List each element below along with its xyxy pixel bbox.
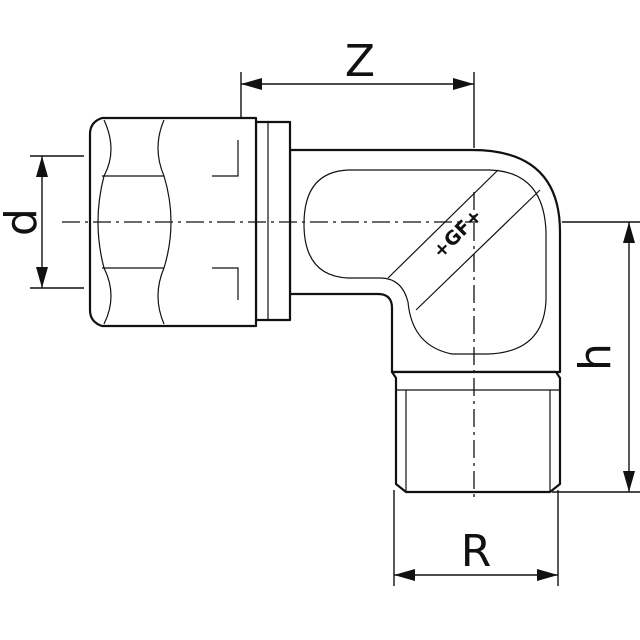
z-arrow-left: [241, 78, 262, 90]
h-label: h: [570, 343, 621, 371]
d-label: d: [0, 208, 47, 236]
h-arrow-top: [623, 222, 635, 243]
d-arrow-bottom: [36, 267, 48, 288]
z-arrow-right: [453, 78, 474, 90]
r-arrow-right: [537, 569, 558, 581]
nut-facet-curve-top: [103, 119, 165, 177]
elbow-cavity: [303, 169, 547, 355]
elbow-body: [288, 148, 562, 374]
r-arrow-left: [394, 569, 415, 581]
nut-corner-mark-bottom: [212, 267, 239, 300]
z-label: Z: [345, 36, 375, 87]
r-label: R: [461, 526, 492, 577]
d-arrow-top: [36, 156, 48, 177]
logo-band: [387, 169, 541, 311]
h-arrow-bottom: [623, 471, 635, 492]
nut-facet-curve-bottom: [103, 267, 165, 325]
nut-corner-mark-top: [212, 140, 239, 177]
flange-ring: [254, 120, 292, 322]
